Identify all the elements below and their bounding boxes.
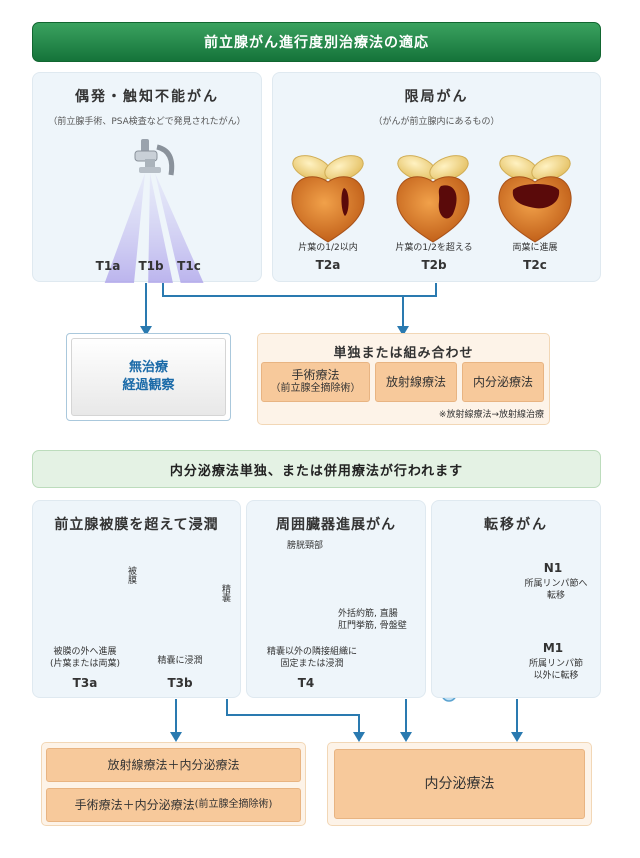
label-capsule: 被膜 bbox=[126, 566, 136, 584]
microscope-icon bbox=[134, 139, 175, 176]
note-t4-line2: 固定または浸潤 bbox=[280, 659, 344, 669]
stage-t2b: T2b bbox=[421, 258, 447, 272]
surgery-combo-box: 手術療法＋内分泌療法(前立腺全摘除術) bbox=[46, 788, 301, 822]
stage-t1c: T1c bbox=[177, 259, 201, 273]
surgery-line1: 手術療法 bbox=[291, 368, 340, 382]
stage-m1: M1 bbox=[542, 641, 564, 655]
stage-t3b: T3b bbox=[167, 676, 193, 690]
panel-localized-subtitle: （がんが前立腺内にあるもの） bbox=[373, 117, 500, 127]
surgery-box: 手術療法 （前立腺全摘除術） bbox=[261, 362, 370, 402]
note-t3a-line2: (片葉または両葉) bbox=[49, 659, 121, 669]
stage-t1a: T1a bbox=[95, 259, 121, 273]
combo-title: 単独または組み合わせ bbox=[333, 346, 474, 361]
label-other-line1: 外括約筋, 直腸 bbox=[338, 609, 398, 619]
panel-capsule: 前立腺被膜を超えて浸潤 bbox=[32, 500, 241, 698]
note-t4-line1: 精嚢以外の隣接組織に bbox=[266, 647, 357, 657]
radiation-combo-box: 放射線療法＋内分泌療法 bbox=[46, 748, 301, 782]
page-title: 前立腺がん進行度別治療法の適応 bbox=[32, 22, 601, 62]
note-t2c: 両葉に進展 bbox=[512, 243, 558, 253]
hormone-box: 内分泌療法 bbox=[462, 362, 544, 402]
panel-capsule-title: 前立腺被膜を超えて浸潤 bbox=[54, 517, 219, 533]
prostate-t2b-icon bbox=[393, 150, 473, 243]
panel-organ: 周囲臓器進展がん bbox=[246, 500, 426, 698]
stage-n1: N1 bbox=[543, 561, 563, 575]
n1-line1: 所属リンパ節へ bbox=[524, 579, 588, 589]
bottom-right-panel: 内分泌療法 bbox=[327, 742, 592, 826]
observation-line2: 経過観察 bbox=[122, 378, 175, 393]
flow-lines-upper bbox=[145, 283, 437, 328]
prostate-t2c-icon bbox=[495, 150, 575, 243]
m1-line2: 以外に転移 bbox=[533, 671, 579, 681]
panel-organ-title: 周囲臓器進展がん bbox=[276, 517, 396, 533]
panel-localized-title: 限局がん bbox=[404, 89, 469, 105]
label-bladder: 膀胱頸部 bbox=[286, 541, 323, 551]
note-t3a-line1: 被膜の外へ進展 bbox=[53, 647, 117, 657]
radiation-box: 放射線療法 bbox=[375, 362, 457, 402]
label-seminal: 精嚢 bbox=[220, 584, 230, 602]
stage-t2a: T2a bbox=[315, 258, 341, 272]
panel-incidental: 偶発・触知不能がん （前立腺手術、PSA検査などで発見されたがん） bbox=[32, 72, 262, 283]
observation-line1: 無治療 bbox=[128, 360, 168, 375]
note-t2a: 片葉の1/2以内 bbox=[298, 243, 358, 253]
m1-line1: 所属リンパ節 bbox=[528, 659, 583, 669]
n1-line2: 転移 bbox=[546, 591, 565, 601]
stage-t2c: T2c bbox=[523, 258, 547, 272]
stage-t1b: T1b bbox=[138, 259, 164, 273]
hormone-therapy-box: 内分泌療法 bbox=[334, 749, 585, 819]
label-other-line2: 肛門挙筋, 骨盤壁 bbox=[338, 621, 407, 631]
mid-banner: 内分泌療法単独、または併用療法が行われます bbox=[32, 450, 601, 488]
combo-footnote: ※放射線療法→放射線治療 bbox=[438, 410, 544, 420]
observation-box: 無治療 経過観察 bbox=[66, 333, 231, 421]
surgery-line2: （前立腺全摘除術） bbox=[270, 383, 361, 394]
stage-t3a: T3a bbox=[72, 676, 98, 690]
panel-incidental-title: 偶発・触知不能がん bbox=[75, 89, 219, 105]
stage-t4: T4 bbox=[297, 676, 315, 690]
panel-metastasis: 転移がん bbox=[431, 500, 601, 698]
panel-incidental-subtitle: （前立腺手術、PSA検査などで発見されたがん） bbox=[48, 117, 246, 127]
note-t3b: 精嚢に浸潤 bbox=[157, 656, 203, 666]
note-t2b: 片葉の1/2を超える bbox=[395, 243, 473, 253]
panel-metastasis-title: 転移がん bbox=[484, 517, 548, 533]
flow-lines-lower bbox=[175, 699, 518, 734]
surgery-combo-label: 手術療法＋内分泌療法 bbox=[74, 798, 195, 812]
prostate-t2a-icon bbox=[288, 150, 368, 243]
microscope-illustration bbox=[104, 139, 204, 283]
surgery-combo-note: (前立腺全摘除術) bbox=[194, 799, 273, 810]
